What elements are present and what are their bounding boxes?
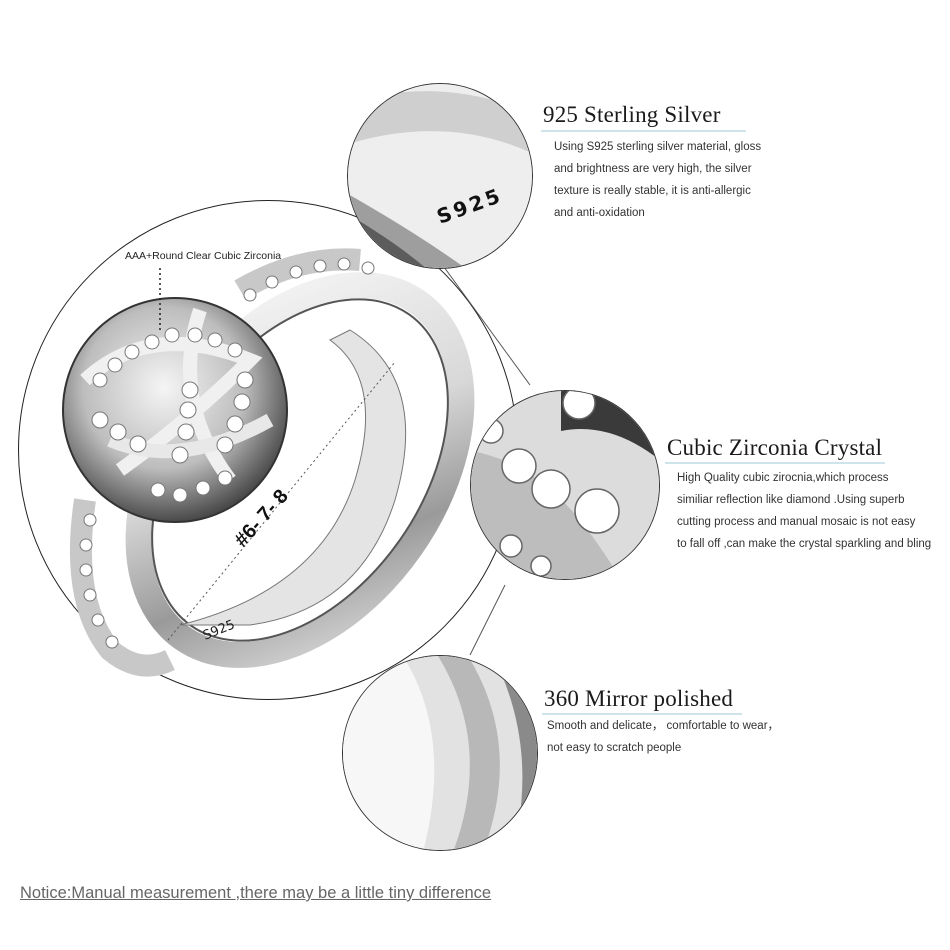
feature-rule-polish: [542, 713, 742, 715]
feature-desc-polish: Smooth and delicate， comfortable to wear…: [547, 720, 780, 754]
stone-callout-label: AAA+Round Clear Cubic Zirconia: [125, 250, 282, 262]
feature-title-polish: 360 Mirror polished: [544, 686, 734, 711]
closeup-stones-circle: [470, 390, 660, 580]
feature-title-crystal: Cubic Zirconia Crystal: [667, 435, 883, 460]
closeup-stones-image: [471, 391, 659, 579]
feature-rule-silver: [541, 130, 746, 132]
feature-rule-crystal: [665, 462, 885, 464]
feature-desc-crystal: High Quality cubic zirocnia,which proces…: [677, 472, 932, 550]
feature-desc-silver: Using S925 sterling silver material, glo…: [554, 141, 762, 219]
notice-text: Notice:Manual measurement ,there may be …: [20, 884, 492, 902]
closeup-engraving-circle: S925: [347, 83, 533, 269]
closeup-polish-image: [343, 656, 537, 850]
feature-title-silver: 925 Sterling Silver: [543, 102, 721, 127]
closeup-polish-circle: [342, 655, 538, 851]
closeup-engraving-image: S925: [348, 84, 532, 268]
